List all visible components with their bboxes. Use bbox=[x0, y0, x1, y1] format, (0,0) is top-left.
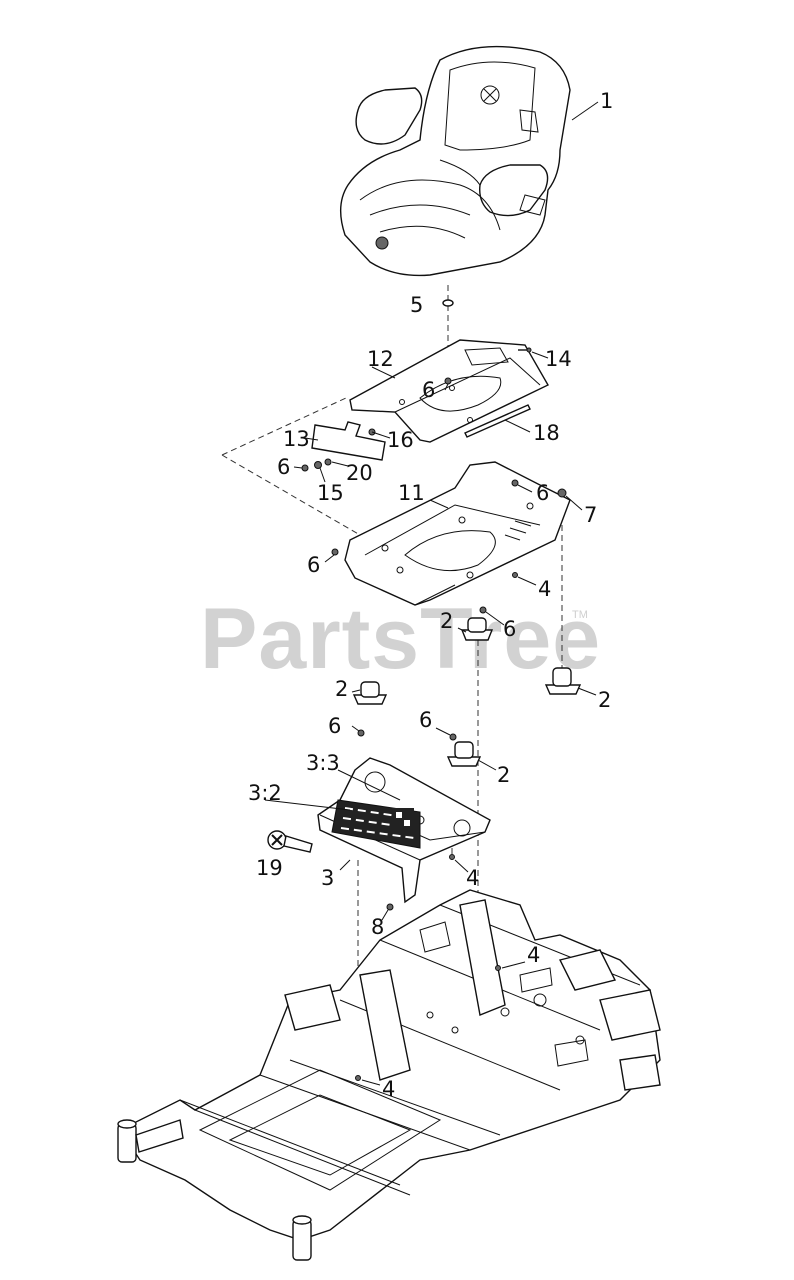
callout-12: 12 bbox=[367, 347, 394, 371]
decal-3-3[interactable] bbox=[392, 808, 414, 830]
callout-1: 1 bbox=[600, 89, 613, 113]
callout-20: 20 bbox=[346, 461, 373, 485]
callout-6-iso-a: 6 bbox=[503, 617, 516, 641]
callout-6-plate: 6 bbox=[422, 378, 435, 402]
callout-3-3: 3:3 bbox=[306, 751, 340, 775]
callout-8: 8 bbox=[371, 915, 384, 939]
callout-7: 7 bbox=[584, 503, 597, 527]
mount-plate-11[interactable] bbox=[344, 461, 571, 606]
callout-13: 13 bbox=[283, 427, 310, 451]
seat-assembly[interactable] bbox=[340, 45, 571, 277]
washer-5[interactable] bbox=[442, 299, 454, 307]
callout-4-frame-right: 4 bbox=[527, 943, 540, 967]
callout-18: 18 bbox=[533, 421, 560, 445]
callout-4-pan: 4 bbox=[466, 866, 479, 890]
bolt-4-pan[interactable] bbox=[449, 854, 455, 860]
bolt-6-iso-d[interactable] bbox=[449, 733, 457, 741]
isolator-2-a[interactable] bbox=[460, 617, 494, 641]
seat-plate-12[interactable] bbox=[349, 339, 549, 443]
callout-3-2: 3:2 bbox=[248, 781, 282, 805]
hardware-6-15-20[interactable] bbox=[301, 428, 376, 472]
bracket-13[interactable] bbox=[311, 421, 386, 461]
isolator-2-b[interactable] bbox=[544, 667, 582, 695]
bolt-6-mount-right[interactable] bbox=[511, 479, 519, 487]
callout-6-mount-left: 6 bbox=[307, 553, 320, 577]
callout-2-iso-b: 2 bbox=[598, 688, 611, 712]
bolt-8[interactable] bbox=[386, 903, 394, 911]
logo-badge-19[interactable] bbox=[267, 830, 313, 853]
watermark-trademark: TM bbox=[572, 609, 588, 621]
callout-4-mount: 4 bbox=[538, 577, 551, 601]
bolt-4-frame-left[interactable] bbox=[355, 1075, 361, 1081]
isolator-2-c[interactable] bbox=[352, 681, 388, 705]
bolt-6-iso-c[interactable] bbox=[357, 729, 365, 737]
callout-6-iso-d: 6 bbox=[419, 708, 432, 732]
nut-7[interactable] bbox=[557, 488, 567, 498]
callout-2-iso-c: 2 bbox=[335, 677, 348, 701]
callout-2-iso-a: 2 bbox=[440, 609, 453, 633]
watermark: PartsTree bbox=[200, 591, 601, 687]
callout-6-bracket: 6 bbox=[277, 455, 290, 479]
callout-15: 15 bbox=[317, 481, 344, 505]
callout-6-iso-c: 6 bbox=[328, 714, 341, 738]
isolator-2-d[interactable] bbox=[446, 741, 482, 767]
bolt-6-mount-left[interactable] bbox=[331, 548, 339, 556]
callout-6-mount-right: 6 bbox=[536, 481, 549, 505]
rod-18[interactable] bbox=[464, 404, 531, 438]
callout-5: 5 bbox=[410, 293, 423, 317]
leader-lines bbox=[264, 101, 599, 1086]
bolt-4-mount[interactable] bbox=[512, 572, 518, 578]
pin-14[interactable] bbox=[518, 347, 532, 353]
mower-frame[interactable] bbox=[117, 889, 661, 1261]
bolt-4-frame-right[interactable] bbox=[495, 965, 501, 971]
callout-19: 19 bbox=[256, 856, 283, 880]
callout-11: 11 bbox=[398, 481, 425, 505]
callout-14: 14 bbox=[545, 347, 572, 371]
bolt-6-iso-a[interactable] bbox=[479, 606, 487, 614]
callout-3: 3 bbox=[321, 866, 334, 890]
guide-bracket-to-frame bbox=[221, 397, 361, 536]
bolt-6-plate[interactable] bbox=[444, 377, 452, 385]
callout-16: 16 bbox=[387, 428, 414, 452]
callout-2-iso-d: 2 bbox=[497, 763, 510, 787]
callout-4-frame-left: 4 bbox=[382, 1077, 395, 1101]
